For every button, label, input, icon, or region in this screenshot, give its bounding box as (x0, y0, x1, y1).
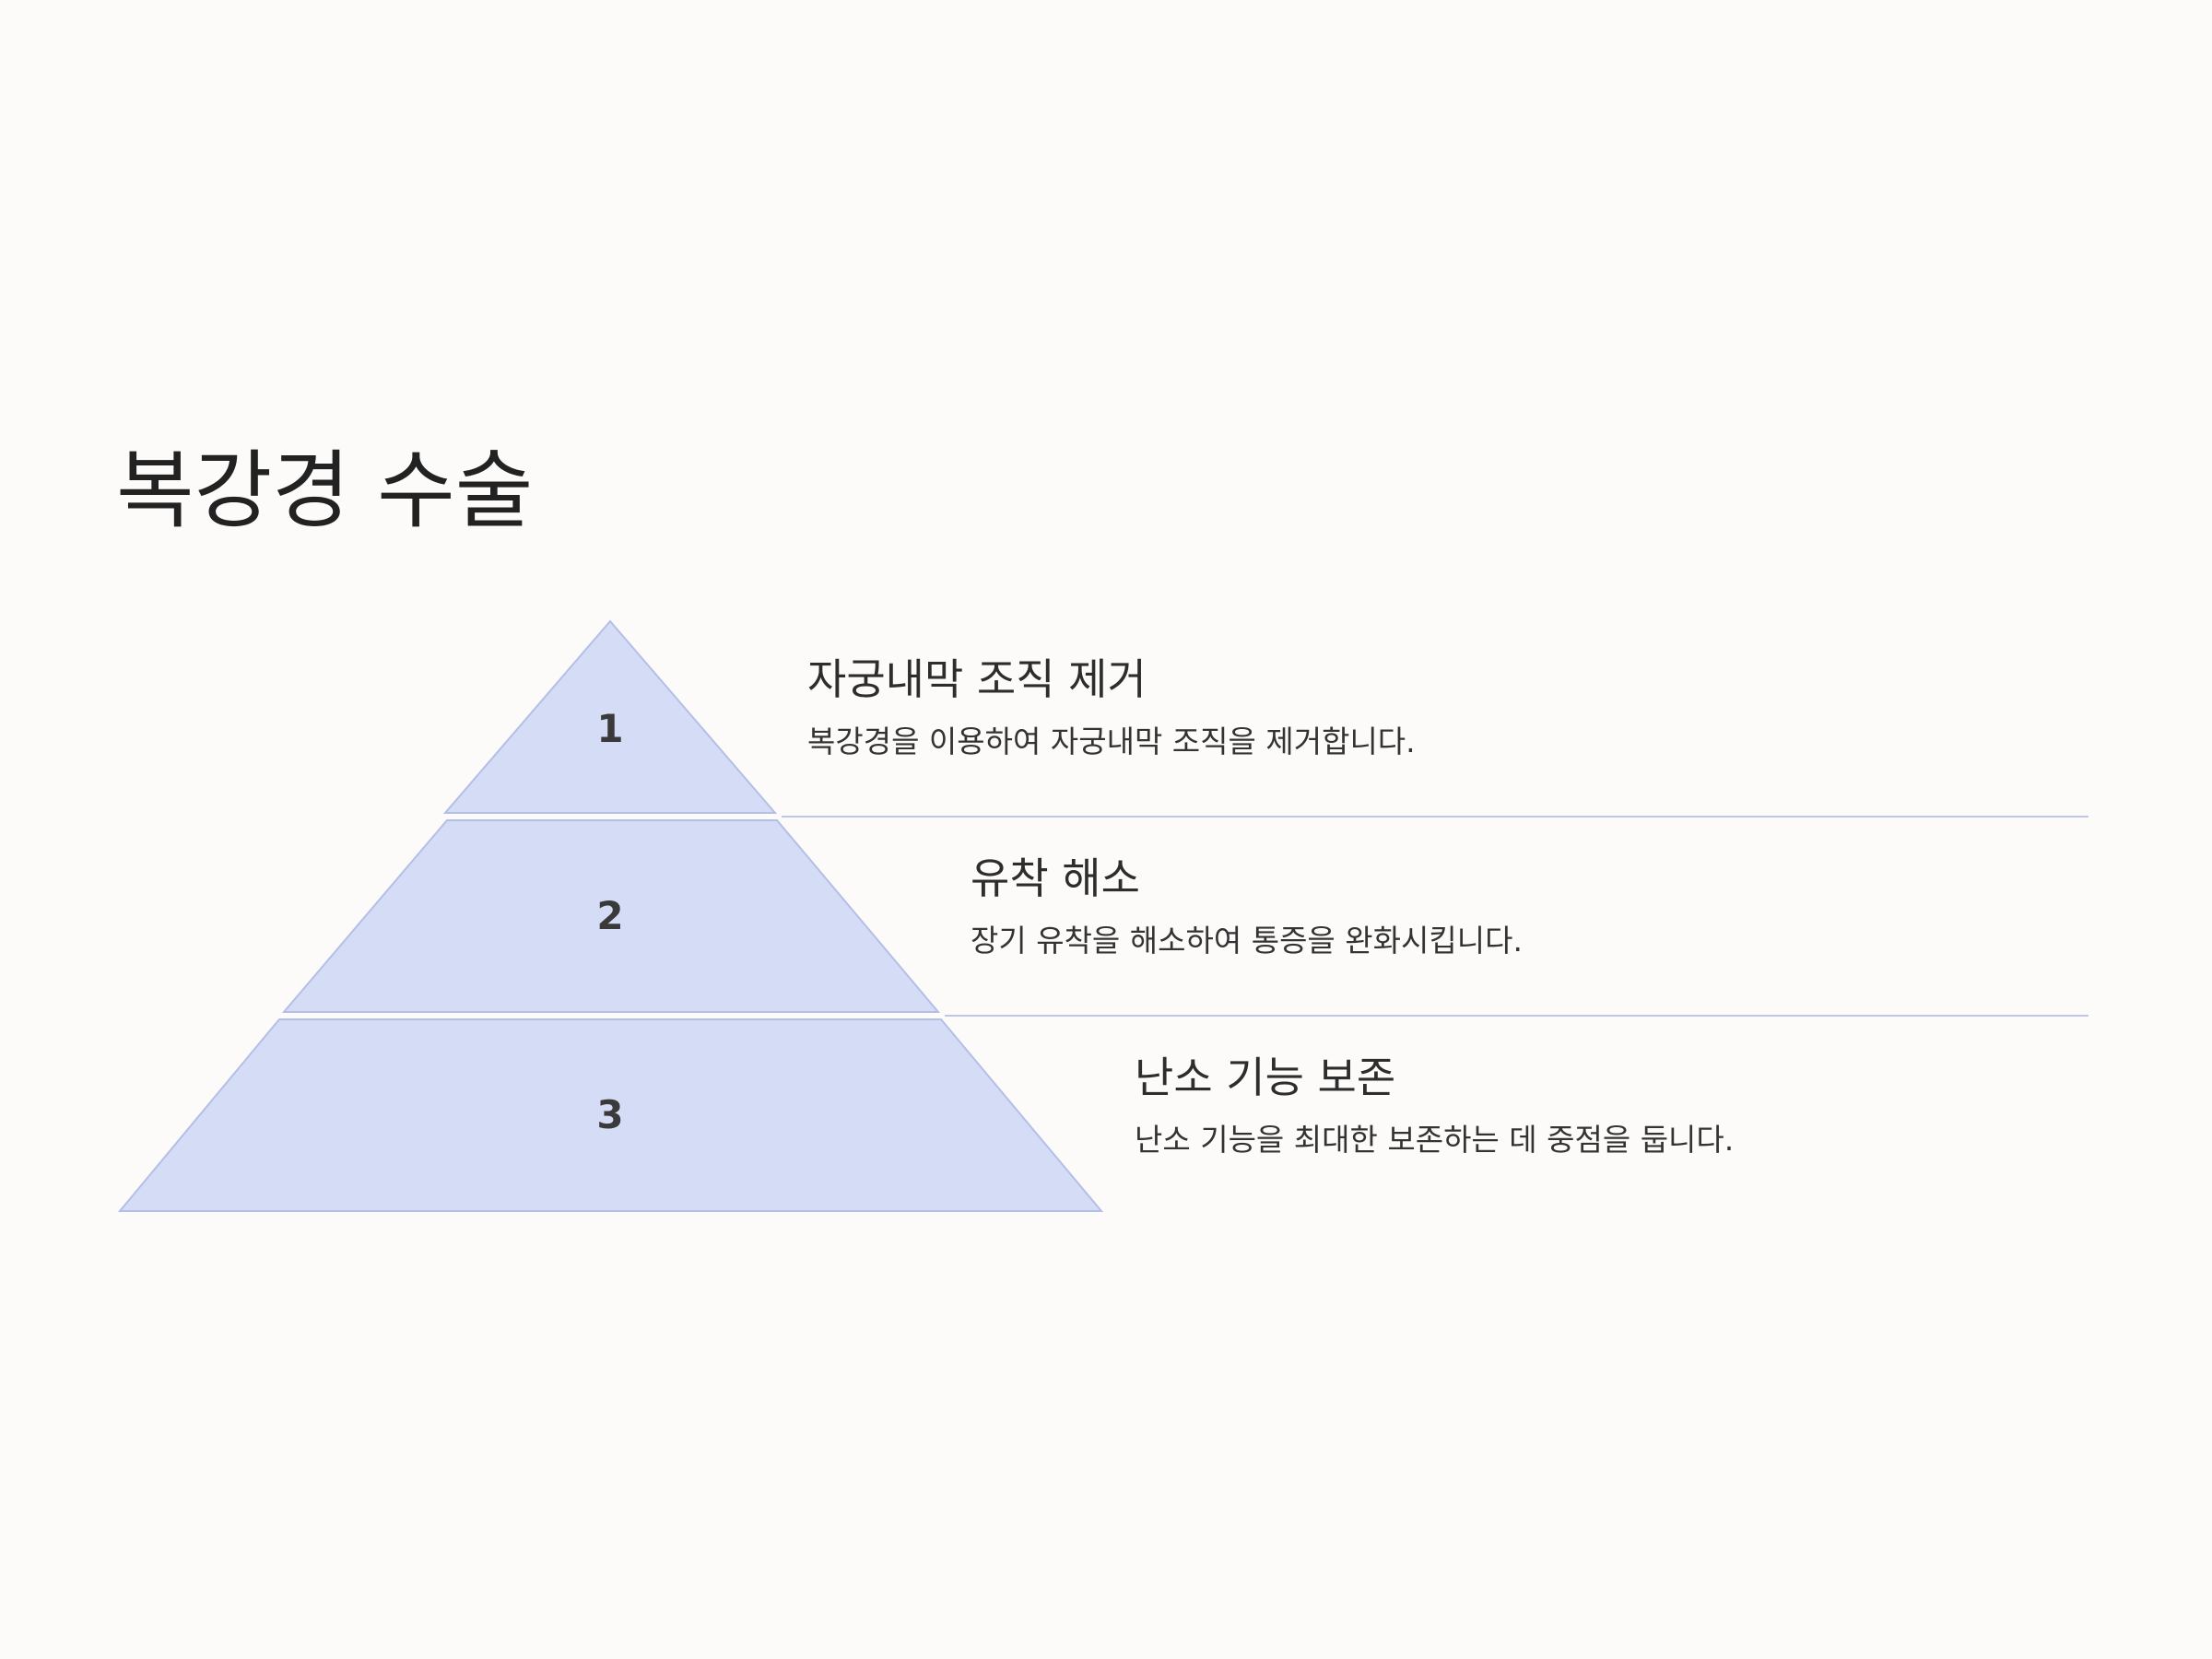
pyramid-tier-3 (117, 1018, 1104, 1212)
tier-number-2: 2 (596, 893, 623, 938)
level-1-description: 복강경을 이용하여 자궁내막 조직을 제거합니다. (807, 724, 1416, 760)
level-1-text: 자궁내막 조직 제거 복강경을 이용하여 자궁내막 조직을 제거합니다. (807, 654, 1416, 760)
level-3-description: 난소 기능을 최대한 보존하는 데 중점을 둡니다. (1135, 1122, 1735, 1159)
level-2-description: 장기 유착을 해소하여 통증을 완화시킵니다. (971, 923, 1523, 959)
tier-number-1: 1 (596, 706, 623, 751)
level-2-title: 유착 해소 (971, 853, 1140, 903)
tier-number-3: 3 (596, 1092, 623, 1137)
page-title: 복강경 수술 (116, 441, 534, 540)
level-1-title: 자궁내막 조직 제거 (807, 654, 1147, 704)
level-2-text: 유착 해소 장기 유착을 해소하여 통증을 완화시킵니다. (971, 853, 1523, 959)
level-3-text: 난소 기능 보존 난소 기능을 최대한 보존하는 데 중점을 둡니다. (1135, 1053, 1734, 1159)
pyramid-tier-1 (442, 619, 778, 814)
pyramid-tier-2 (281, 819, 941, 1013)
level-3-title: 난소 기능 보존 (1135, 1053, 1396, 1102)
